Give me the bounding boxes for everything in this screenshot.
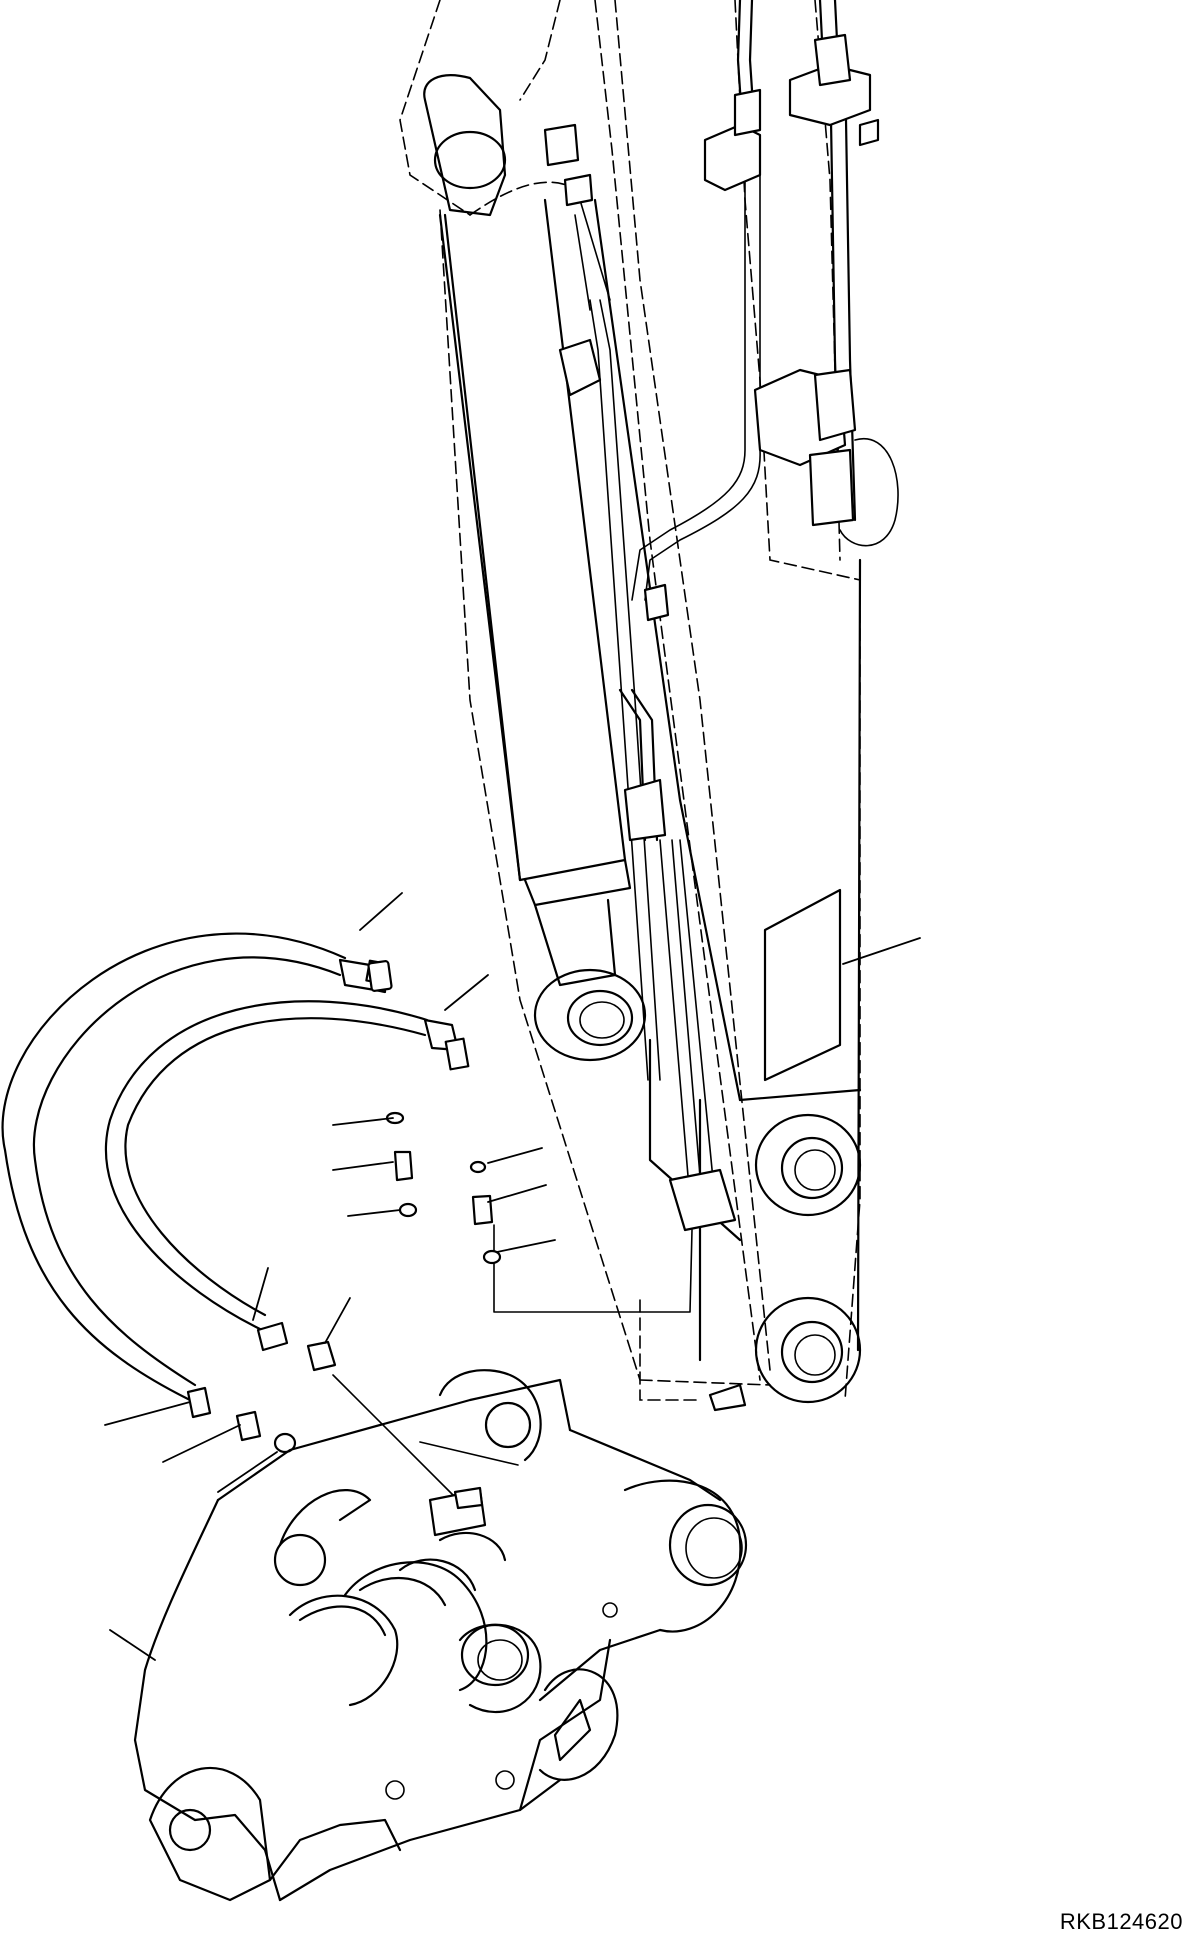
quick-coupler [133, 1369, 748, 1902]
callout-leaders [104, 892, 921, 1661]
decal-plate [763, 888, 842, 1082]
drawing-code: RKB124620 [1059, 1909, 1183, 1934]
arm-clamps [543, 33, 899, 1412]
hydraulic-hose-outer [1, 932, 387, 1402]
arm-hydraulic-lines [574, 0, 857, 1201]
pipe-routing [332, 1224, 693, 1506]
hydraulic-hose-inner [104, 1000, 470, 1332]
hydraulic-cylinder [423, 74, 647, 1062]
arm-pin-bosses [754, 1113, 862, 1404]
hose-fittings [186, 960, 502, 1454]
